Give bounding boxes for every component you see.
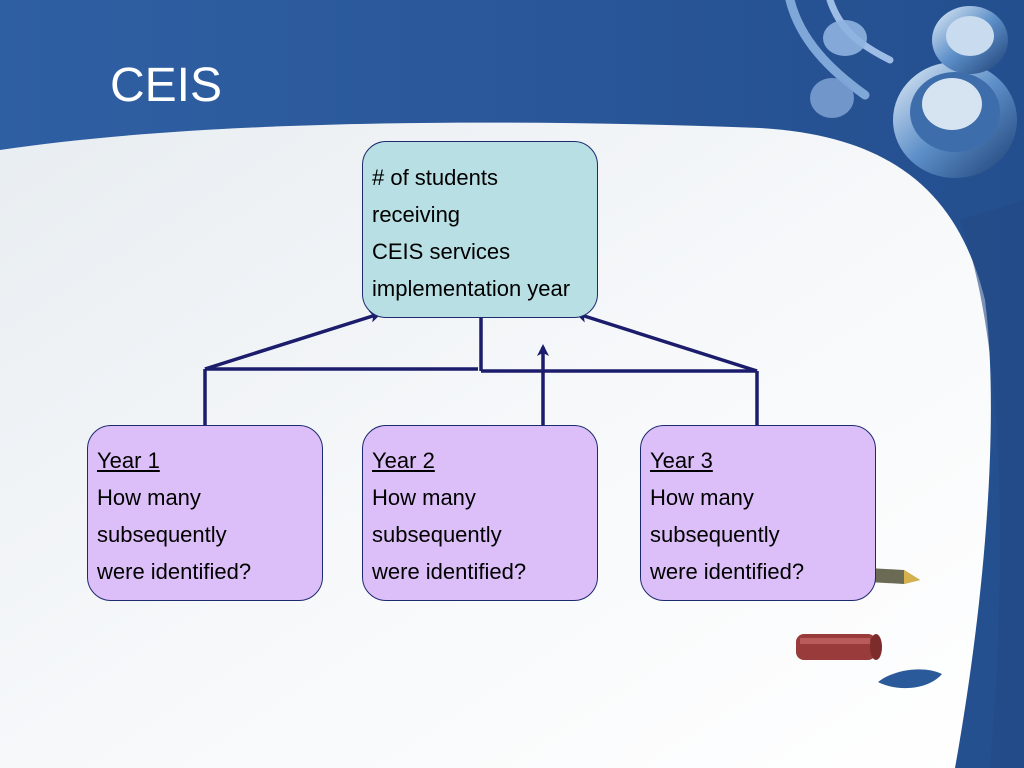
- pencil-icon: [796, 634, 882, 660]
- leaf-decoration: [878, 669, 942, 689]
- year-2-node: Year 2 How many subsequently were identi…: [362, 425, 598, 601]
- pen-icon: [868, 568, 920, 584]
- year-1-line: were identified?: [97, 559, 252, 584]
- year-2-label: Year 2: [372, 448, 435, 473]
- page-number: 22: [852, 733, 870, 750]
- year-1-label: Year 1: [97, 448, 160, 473]
- arrow-year1-to-top: [204, 310, 382, 371]
- year-3-node: Year 3 How many subsequently were identi…: [640, 425, 876, 601]
- top-node-line: receiving: [372, 202, 461, 227]
- top-node-line: CEIS services: [372, 239, 511, 264]
- year-2-line: How many: [372, 485, 476, 510]
- top-node: # of students receiving CEIS services im…: [362, 141, 598, 318]
- year-1-node: Year 1 How many subsequently were identi…: [87, 425, 323, 601]
- year-1-line: subsequently: [97, 522, 227, 547]
- top-node-line: implementation year: [372, 276, 571, 301]
- year-3-line: were identified?: [650, 559, 805, 584]
- year-2-line: were identified?: [372, 559, 527, 584]
- year-2-line: subsequently: [372, 522, 502, 547]
- year-1-line: How many: [97, 485, 201, 510]
- stethoscope-icon: [785, 0, 1017, 178]
- slide-title: CEIS: [110, 59, 223, 112]
- year-3-line: How many: [650, 485, 754, 510]
- top-node-line: # of students: [372, 165, 498, 190]
- year-3-label: Year 3: [650, 448, 713, 473]
- year-3-line: subsequently: [650, 522, 780, 547]
- arrow-year3-to-top: [575, 311, 758, 373]
